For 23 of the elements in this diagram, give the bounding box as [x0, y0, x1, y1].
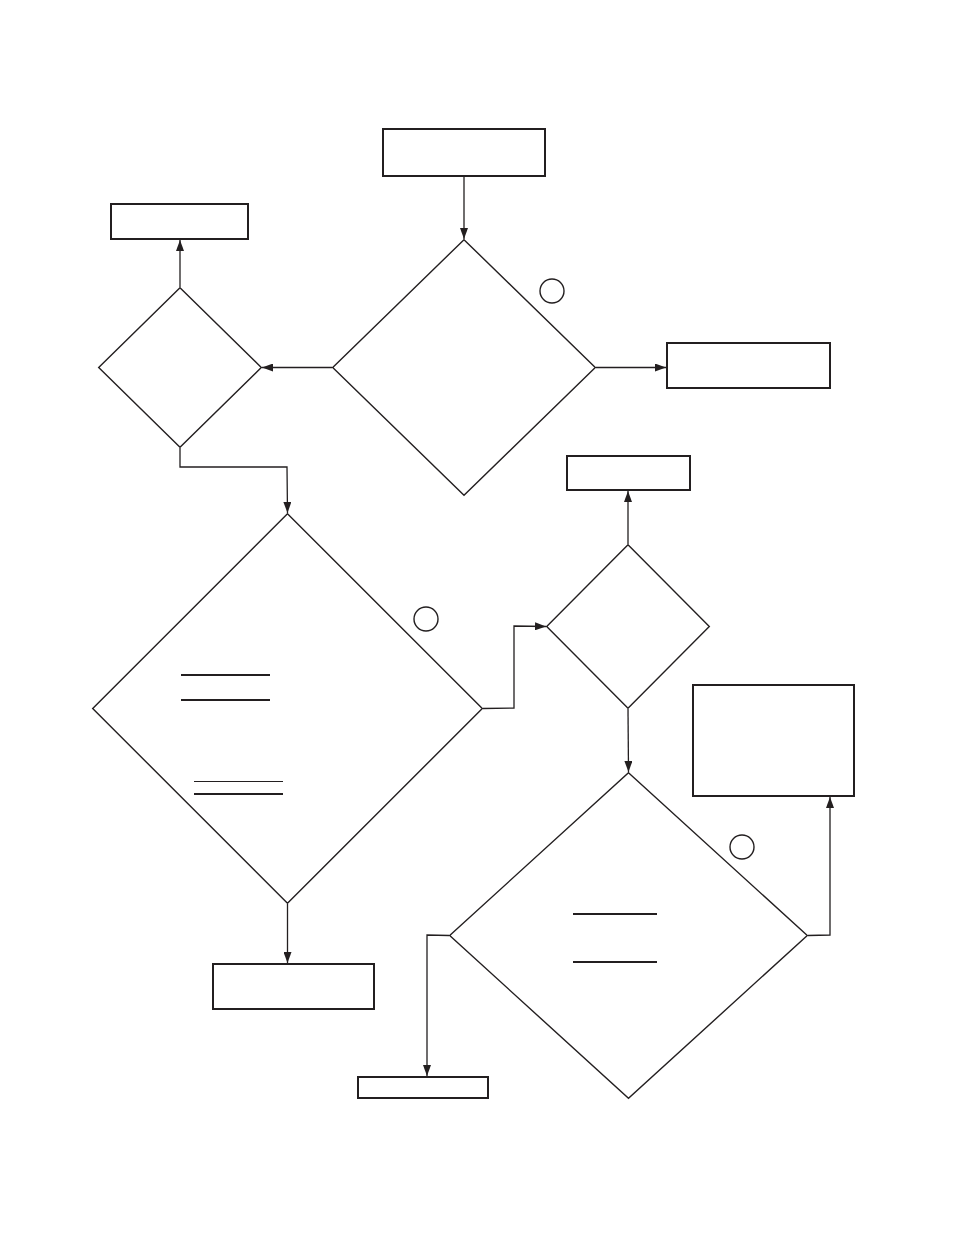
decision-diamond	[98, 287, 262, 448]
process-box	[357, 1076, 489, 1099]
arrow	[595, 363, 667, 372]
arrow	[482, 622, 547, 710]
arrow	[176, 239, 184, 288]
process-box	[666, 342, 831, 389]
process-box	[110, 203, 249, 240]
arrow	[460, 176, 468, 240]
arrow	[624, 490, 632, 545]
process-box	[382, 128, 546, 177]
arrow	[283, 903, 292, 964]
arrow	[179, 447, 292, 514]
process-box	[212, 963, 375, 1010]
arrow	[423, 934, 450, 1077]
arrow	[261, 363, 333, 372]
arrow	[624, 708, 633, 773]
decision-diamond	[546, 544, 710, 709]
process-box	[692, 684, 855, 797]
process-box	[566, 455, 691, 491]
decision-diamond	[449, 772, 808, 1099]
arrow	[807, 796, 834, 937]
decision-diamond	[332, 239, 596, 496]
decision-diamond	[92, 513, 483, 904]
